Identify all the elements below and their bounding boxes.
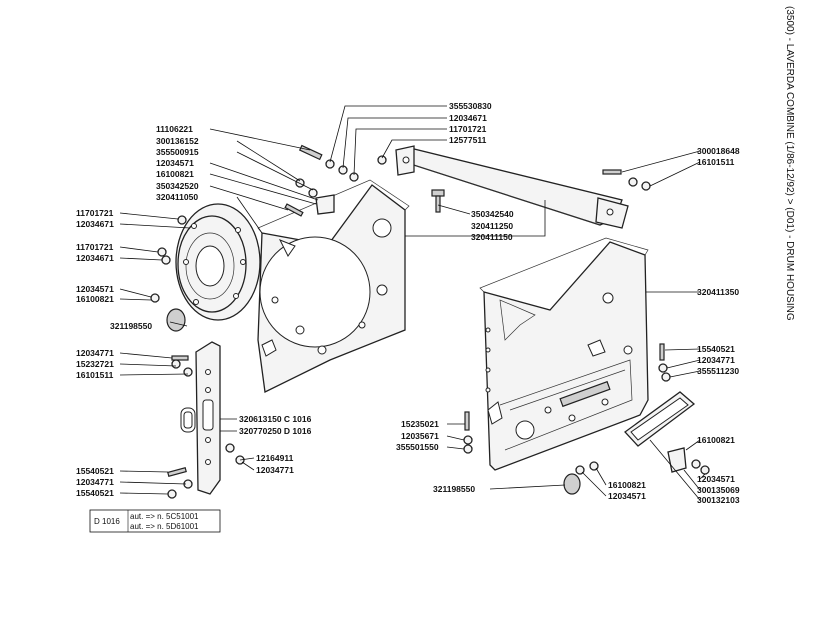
label-16101511: 16101511: [697, 157, 735, 167]
label-350342540: 350342540: [471, 209, 514, 219]
left-side-panel: [257, 179, 410, 393]
label-320770250: 320770250 D 1016: [239, 426, 312, 436]
label-355500915: 355500915: [156, 147, 199, 157]
label-12034571-c: 12034571: [608, 491, 646, 501]
inspection-cover: [624, 391, 696, 447]
label-16100821-c: 16100821: [608, 480, 646, 490]
label-300135069: 300135069: [697, 485, 740, 495]
right-side-panel: [479, 237, 649, 471]
vertical-bracket: [180, 341, 221, 495]
label-12034771: 12034771: [697, 355, 735, 365]
label-15540521-a: 15540521: [76, 466, 114, 476]
page-title: (3500) - LAVERDA COMBINE (1/86-12/92) > …: [784, 6, 795, 321]
label-300136152: 300136152: [156, 136, 199, 146]
label-15540521: 15540521: [697, 344, 735, 354]
label-12164911: 12164911: [256, 453, 294, 463]
drum-disc: [166, 203, 261, 332]
leader-lines: [119, 105, 706, 501]
label-11701721: 11701721: [449, 124, 487, 134]
label-12035671: 12035671: [401, 431, 439, 441]
serial-note-box: D 1016 aut. => n. 5C51001 aut. => n. 5D6…: [89, 509, 221, 533]
label-350342520: 350342520: [156, 181, 199, 191]
label-12034771-c: 12034771: [76, 477, 114, 487]
label-320411150: 320411150: [471, 232, 513, 242]
label-321198550-b: 321198550: [433, 484, 475, 494]
label-12034571-a: 12034571: [76, 284, 114, 294]
label-16100821-b: 16100821: [697, 435, 735, 445]
label-11106221: 11106221: [156, 124, 193, 134]
label-15232721: 15232721: [76, 359, 114, 369]
label-12034671-a: 12034671: [76, 219, 114, 229]
label-12034671: 12034671: [449, 113, 487, 123]
label-12034671-b: 12034671: [76, 253, 114, 263]
label-12034771-a: 12034771: [76, 348, 114, 358]
label-12577511: 12577511: [449, 135, 487, 145]
label-16100821-a: 16100821: [76, 294, 114, 304]
label-12034571-b: 12034571: [697, 474, 735, 484]
label-12034571: 12034571: [156, 158, 194, 168]
label-320411250: 320411250: [471, 221, 513, 231]
label-320411350: 320411350: [697, 287, 739, 297]
label-321198550-a: 321198550: [110, 321, 152, 331]
label-11701721-b: 11701721: [76, 242, 114, 252]
label-12034771-b: 12034771: [256, 465, 294, 475]
note-line1: aut. => n. 5C51001: [130, 512, 199, 521]
label-16101511-a: 16101511: [76, 370, 114, 380]
label-355501550: 355501550: [396, 442, 439, 452]
label-300132103: 300132103: [697, 495, 740, 505]
label-16100821: 16100821: [156, 169, 194, 179]
note-line2: aut. => n. 5D61001: [130, 522, 199, 531]
label-15540521-b: 15540521: [76, 488, 114, 498]
label-15235021: 15235021: [401, 419, 439, 429]
label-355511230: 355511230: [697, 366, 739, 376]
label-11701721-a: 11701721: [76, 208, 114, 218]
label-300018648: 300018648: [697, 146, 740, 156]
label-320613150: 320613150 C 1016: [239, 414, 312, 424]
note-code: D 1016: [94, 517, 120, 526]
label-320411050: 320411050: [156, 192, 198, 202]
label-355530830: 355530830: [449, 101, 492, 111]
top-cross-beam: [395, 145, 629, 229]
part-labels: 355530830 12034671 11701721 12577511 111…: [76, 101, 740, 505]
